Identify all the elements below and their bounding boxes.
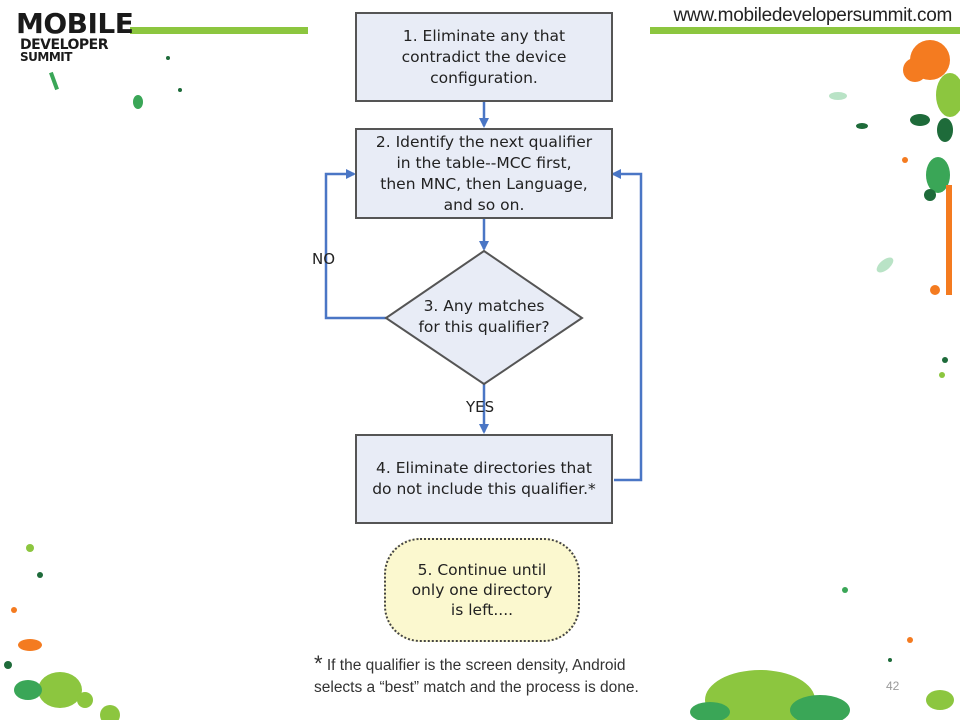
flowchart-connectors — [324, 102, 643, 482]
decision-diamond — [384, 249, 584, 386]
step-3-decision-text: 3. Any matches for this qualifier? — [418, 297, 550, 336]
logo-word-2: DEVELOPER — [20, 37, 109, 53]
website-url[interactable]: www.mobiledevelopersummit.com — [673, 5, 952, 26]
arrow-4-to-2 — [611, 169, 643, 482]
footnote-asterisk: * — [314, 651, 323, 676]
footnote-text: If the qualifier is the screen density, … — [314, 657, 639, 696]
no-label: NO — [312, 250, 336, 268]
step-4-box: 4. Eliminate directories that do not inc… — [355, 434, 613, 524]
flowchart-panel: 1. Eliminate any that contradict the dev… — [308, 0, 650, 720]
mobile-developer-summit-logo: MOBILE DEVELOPER SUMMIT — [14, 8, 134, 64]
step-1-box: 1. Eliminate any that contradict the dev… — [355, 12, 613, 102]
arrow-no-loop — [324, 169, 386, 320]
logo-word-3: SUMMIT — [20, 50, 72, 64]
yes-label: YES — [466, 398, 495, 416]
logo-word-1: MOBILE — [16, 7, 134, 40]
slide-number: 42 — [886, 679, 900, 693]
header-accent-bar-right — [650, 27, 960, 34]
step-2-box: 2. Identify the next qualifier in the ta… — [355, 128, 613, 219]
footnote: * If the qualifier is the screen density… — [314, 653, 639, 699]
step-5-terminal: 5. Continue until only one directory is … — [384, 538, 580, 642]
header-accent-bar-left — [130, 27, 308, 34]
